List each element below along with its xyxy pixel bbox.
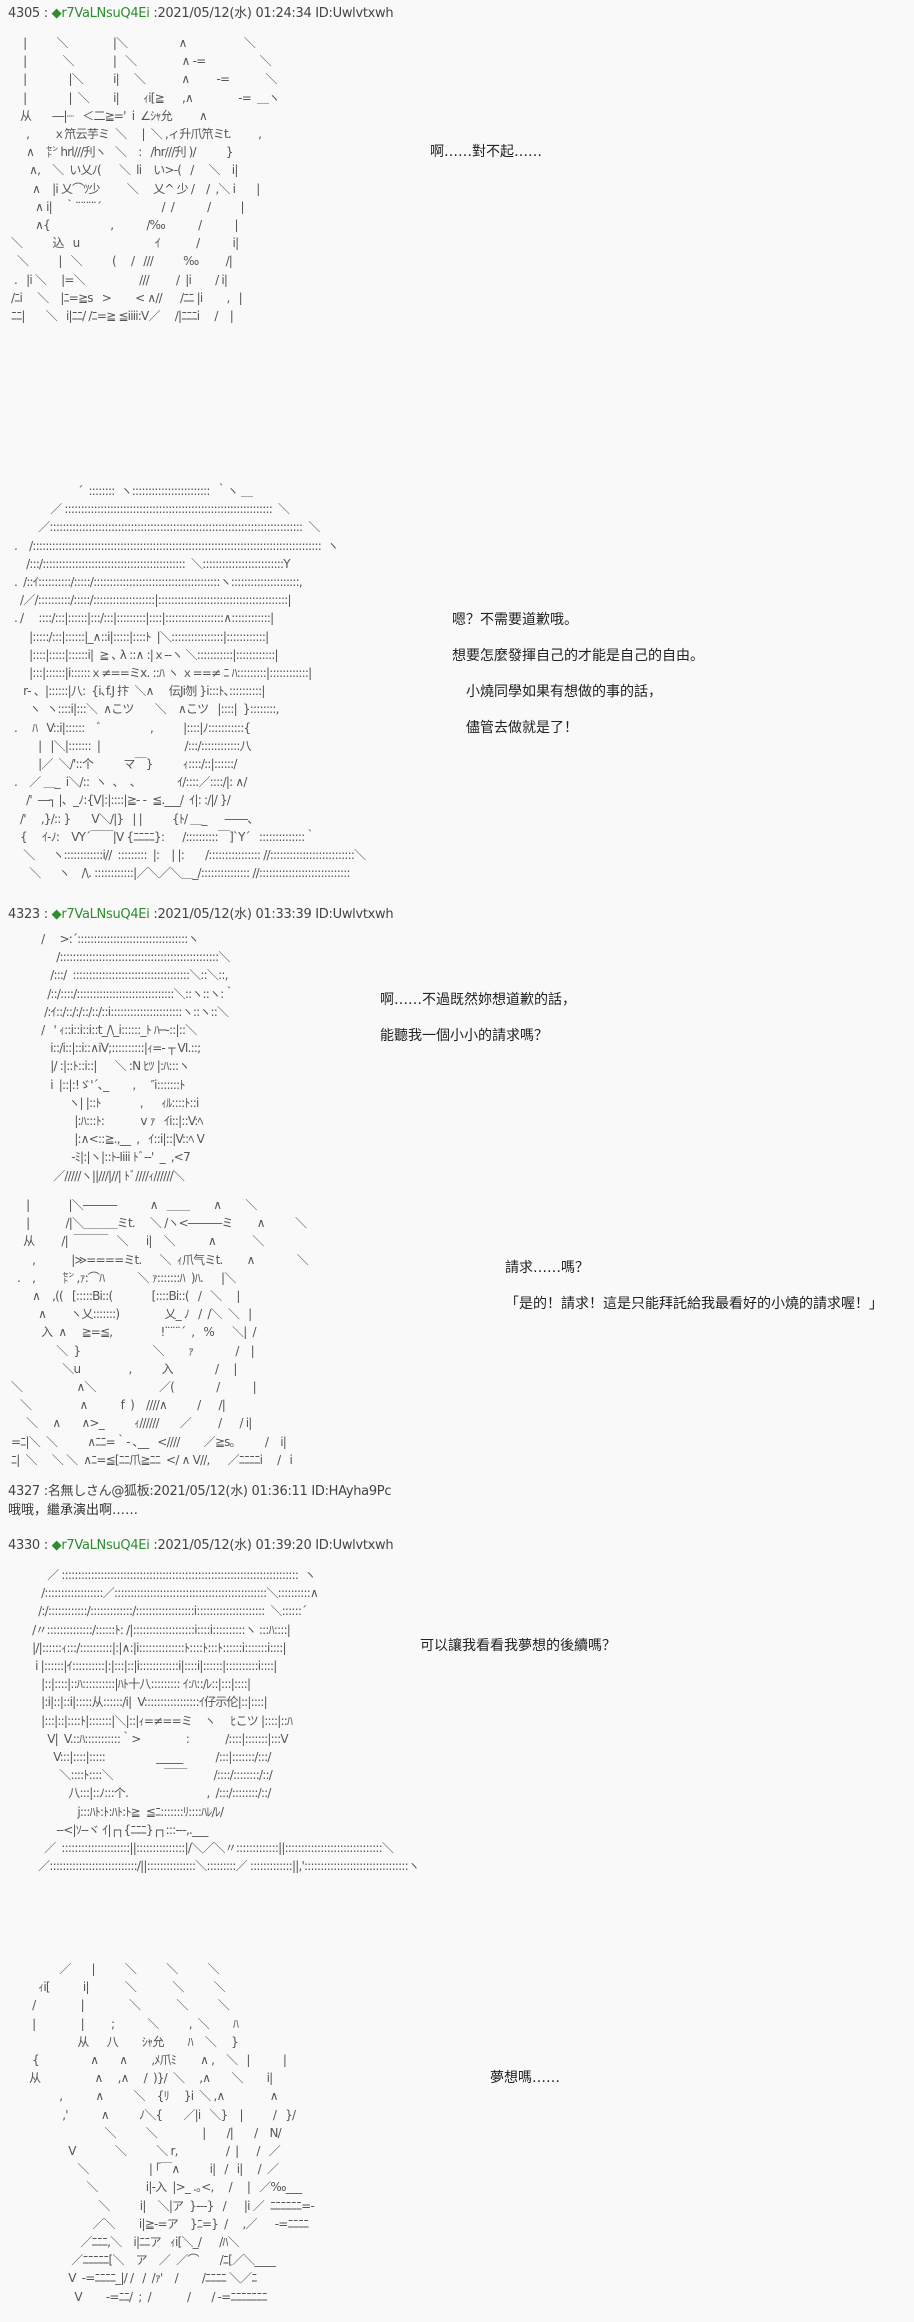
ascii-art: ´ :::::::: ヽ:::::::::::::::::::::::: ｀ヽ … [14, 484, 366, 881]
dialogue-line: 夢想嗎…… [490, 2070, 560, 2086]
dialogue-line: 請求……嗎？ [505, 1260, 589, 1276]
tripcode-name: ◆r7VaLNsuQ4Ei [52, 6, 150, 21]
post-header-4327: 4327 :名無しさん@狐板:2021/05/12(水) 01:36:11 ID… [8, 1484, 392, 1499]
post-date-id: :2021/05/12(水) 01:33:39 ID:Uwlvtxwh [153, 907, 394, 922]
dialogue: 可以讓我看看我夢想的後續嗎？ [420, 1636, 616, 1672]
dialogue: 啊……對不起…… [430, 142, 542, 178]
reply-text: 哦哦，繼承演出啊…… [8, 1503, 139, 1518]
post-date-id: :2021/05/12(水) 01:24:34 ID:Uwlvtxwh [153, 6, 394, 21]
dialogue: 請求……嗎？ 「是的！請求！這是只能拜託給我最看好的小燒的請求喔！」 [505, 1258, 883, 1330]
dialogue-line: 想要怎麼發揮自己的才能是自己的自由。 [452, 648, 704, 664]
dialogue-line: 嗯？不需要道歉哦。 [452, 612, 578, 628]
tripcode: r7VaLNsuQ4Ei [61, 907, 150, 922]
post-header-4305: 4305 : ◆r7VaLNsuQ4Ei :2021/05/12(水) 01:2… [8, 6, 394, 21]
post-number[interactable]: 4327 [8, 1484, 40, 1499]
dialogue-line: 儘管去做就是了！ [452, 720, 578, 736]
ascii-art: ／ | ＼ ＼ ＼ ｨi[ i| ＼ ＼ ＼ / | ＼ ＼ ＼ | | [29, 1962, 315, 2304]
ascii-art: / >:´::::::::::::::::::::::::::::::::::ヽ… [41, 932, 235, 1183]
dialogue: 夢想嗎…… [490, 2068, 560, 2104]
tripcode-name: ◆r7VaLNsuQ4Ei [52, 1538, 150, 1553]
post-number[interactable]: 4330 [8, 1538, 40, 1553]
post-number[interactable]: 4305 [8, 6, 40, 21]
diamond-icon: ◆ [51, 6, 62, 21]
dialogue: 嗯？不需要道歉哦。想要怎麼發揮自己的才能是自己的自由。 小燒同學如果有想做的事的… [452, 610, 704, 754]
post-header-4323: 4323 : ◆r7VaLNsuQ4Ei :2021/05/12(水) 01:3… [8, 907, 394, 922]
post-header-4330: 4330 : ◆r7VaLNsuQ4Ei :2021/05/12(水) 01:3… [8, 1538, 394, 1553]
poster-name: 名無しさん@狐板 [47, 1484, 150, 1499]
dialogue-line: 啊……不過既然妳想道歉的話， [380, 992, 576, 1008]
diamond-icon: ◆ [51, 907, 62, 922]
post-date-id: :2021/05/12(水) 01:36:11 ID:HAyha9Pc [149, 1484, 392, 1499]
ascii-art: ／ ::::::::::::::::::::::::::::::::::::::… [32, 1568, 420, 1874]
tripcode: r7VaLNsuQ4Ei [61, 1538, 150, 1553]
post-number[interactable]: 4323 [8, 907, 40, 922]
diamond-icon: ◆ [51, 1538, 62, 1553]
dialogue-line: 啊……對不起…… [430, 144, 542, 160]
tripcode-name: ◆r7VaLNsuQ4Ei [52, 907, 150, 922]
tripcode: r7VaLNsuQ4Ei [61, 6, 150, 21]
dialogue: 啊……不過既然妳想道歉的話， 能聽我一個小小的請求嗎？ [380, 990, 576, 1062]
ascii-art: | ＼ |＼ ∧ ＼ | ＼ | ＼ ∧ -= ＼ | |＼ i| ＼ ∧ [11, 36, 280, 324]
dialogue-line: 能聽我一個小小的請求嗎？ [380, 1028, 548, 1044]
dialogue-line: 小燒同學如果有想做的事的話， [452, 684, 662, 700]
dialogue-line: 「是的！請求！這是只能拜託給我最看好的小燒的請求喔！」 [505, 1296, 883, 1312]
ascii-art: | |＼――― ∧ ＿＿ ∧ ＼ | /|＼＿＿＿ミt. ＼ /ヽ<―――ミ ∧… [11, 1198, 309, 1467]
post-date-id: :2021/05/12(水) 01:39:20 ID:Uwlvtxwh [153, 1538, 394, 1553]
dialogue-line: 可以讓我看看我夢想的後續嗎？ [420, 1638, 616, 1654]
